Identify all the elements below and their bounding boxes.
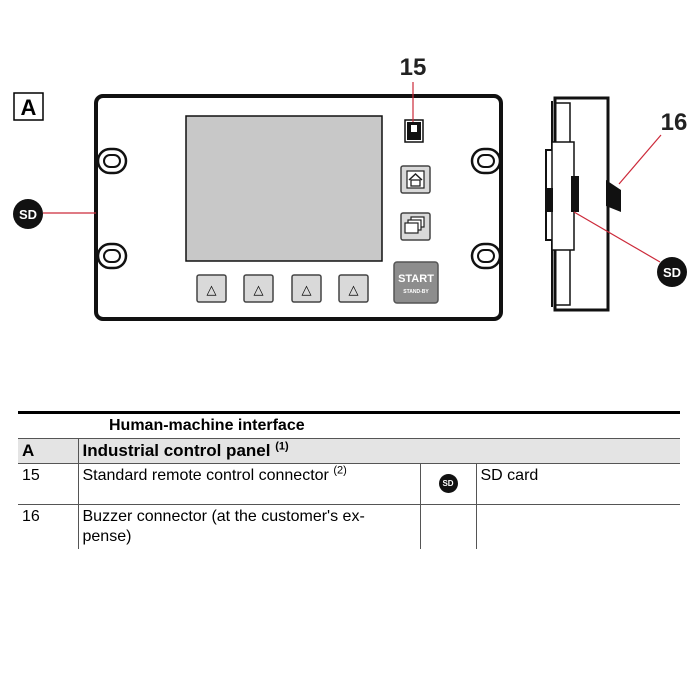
remote-connector-icon <box>404 119 424 143</box>
header-title: Industrial control panel <box>82 441 271 460</box>
sd-card-icon: SD <box>438 474 458 493</box>
header-title-cell: Industrial control panel (1) <box>77 438 681 464</box>
sd-left-label: SD <box>19 207 37 222</box>
arrow-button[interactable]: △ <box>243 274 274 303</box>
triangle-up-icon: △ <box>349 283 359 298</box>
section-letter: A <box>21 95 37 120</box>
table-row: 16 Buzzer connector (at the customer's e… <box>18 504 681 549</box>
section-label-box: A <box>13 92 44 121</box>
start-label: START <box>398 273 434 285</box>
table-caption-row: Human-machine interface <box>18 411 681 439</box>
standby-label: STAND-BY <box>403 289 429 295</box>
sd-right-label: SD <box>663 265 681 280</box>
triangle-up-icon: △ <box>254 283 264 298</box>
sd-right-leader <box>573 211 661 263</box>
table-header-row: A Industrial control panel (1) <box>18 438 681 464</box>
row-description-line: pense) <box>82 528 132 545</box>
side-view <box>545 96 621 312</box>
icon-cell: SD <box>419 463 476 505</box>
mounting-hole <box>470 147 502 175</box>
triangle-up-icon: △ <box>302 283 312 298</box>
pages-icon <box>404 216 425 234</box>
menu-button[interactable] <box>400 212 431 241</box>
row-number: 16 <box>22 508 40 525</box>
row-description: Standard remote control connector <box>82 467 329 484</box>
arrow-button[interactable]: △ <box>291 274 322 303</box>
table-row: 15 Standard remote control connector (2)… <box>18 463 681 505</box>
mounting-hole <box>96 147 128 175</box>
row-number: 15 <box>18 463 78 505</box>
header-footnote: (1) <box>275 440 289 453</box>
sd-callout-left: SD <box>13 199 43 229</box>
device-figure: A <box>13 54 688 321</box>
row-description-cell: Buzzer connector (at the customer's ex- … <box>77 504 420 549</box>
home-icon <box>408 172 423 187</box>
start-standby-button[interactable]: START STAND-BY <box>393 261 439 304</box>
mounting-hole <box>96 242 128 270</box>
legend-table: Human-machine interface A Industrial con… <box>18 411 681 549</box>
header-letter: A <box>18 438 78 464</box>
callout-16-label: 16 <box>661 109 688 136</box>
display-screen <box>185 115 383 262</box>
row-description-cell: Standard remote control connector (2) <box>77 463 420 505</box>
callout-15-label: 15 <box>400 54 427 81</box>
arrow-button[interactable]: △ <box>338 274 369 303</box>
row-description-line: Buzzer connector (at the customer's ex- <box>82 508 365 525</box>
triangle-up-icon: △ <box>207 283 217 298</box>
sd-callout-right: SD <box>657 257 687 287</box>
arrow-button[interactable]: △ <box>196 274 227 303</box>
row-footnote: (2) <box>333 464 347 477</box>
callout-16-leader <box>618 134 662 185</box>
mounting-hole <box>470 242 502 270</box>
icon-description: SD card <box>475 463 681 505</box>
table-caption: Human-machine interface <box>78 411 681 439</box>
home-button[interactable] <box>400 165 431 194</box>
